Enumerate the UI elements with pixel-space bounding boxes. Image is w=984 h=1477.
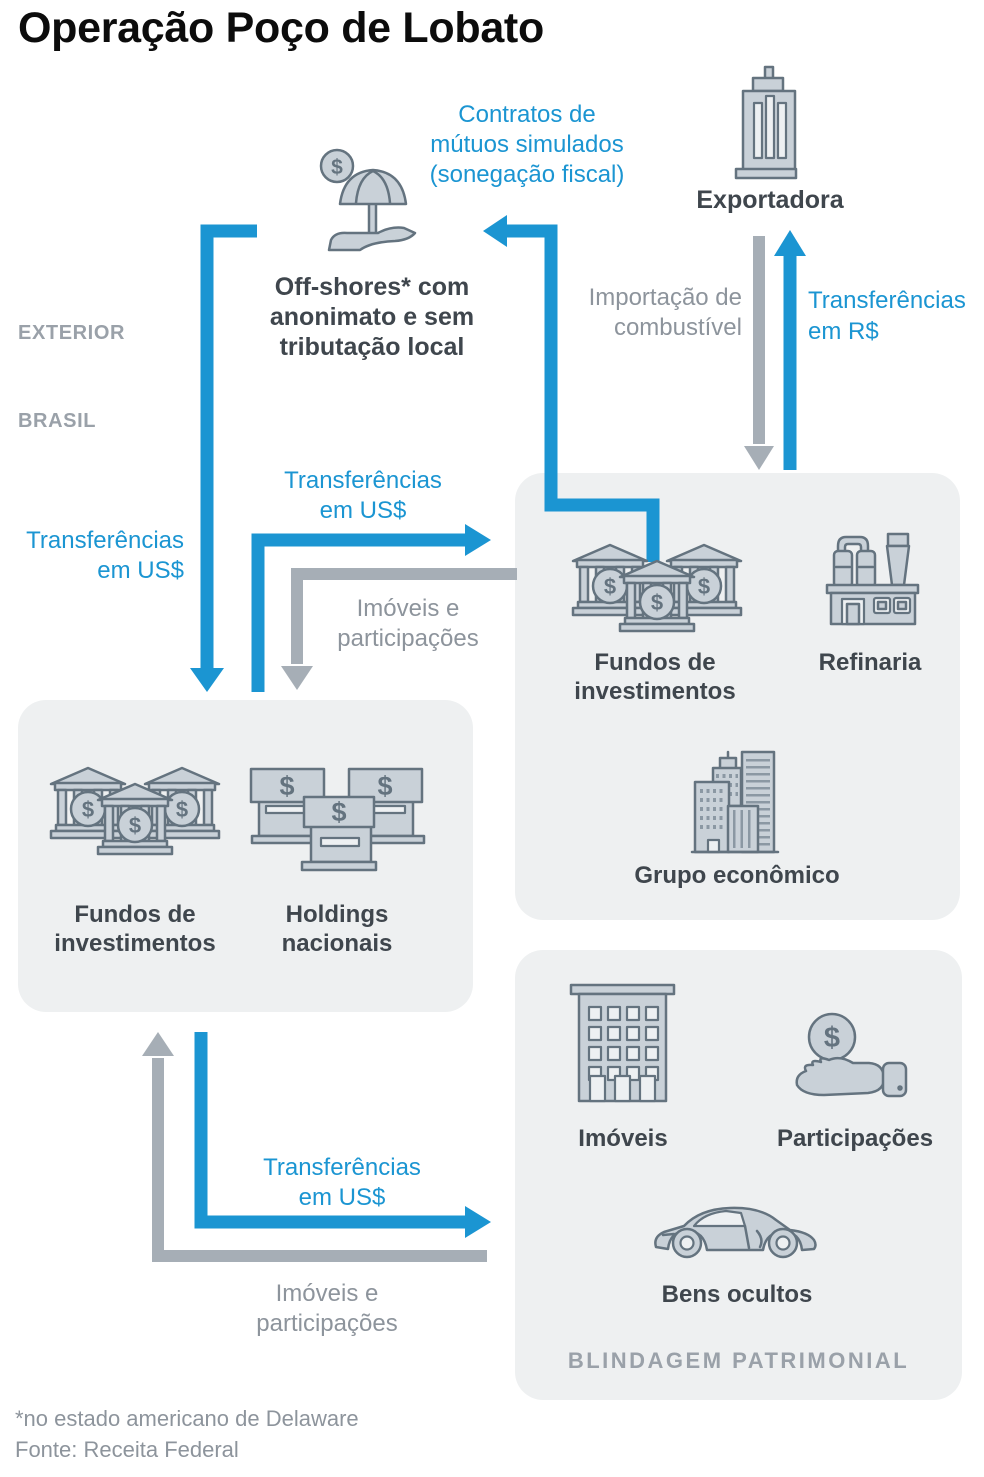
holdings-buildings-icon: $ $ $ — [249, 767, 426, 872]
item-label-participacoes: Participações — [776, 1125, 934, 1152]
offshore-island-icon: $ — [319, 148, 417, 252]
page-title: Operação Poço de Lobato — [18, 4, 544, 52]
item-label-fundos-investimentos-nacional: Fundos de investimentos — [54, 901, 216, 957]
footnote-delaware: *no estado americano de Delaware — [15, 1406, 359, 1431]
flow-label-transferencias-rs: Transferências em R$ — [808, 287, 966, 345]
flow-label-transferencias-us-blindagem: Transferências em US$ — [263, 1154, 421, 1211]
arrow-transferencias-us-offshore-to-fundos — [190, 224, 257, 692]
exportadora-building-icon — [734, 65, 798, 180]
region-label-exterior: EXTERIOR — [18, 322, 126, 344]
arrow-transferencias-rs — [774, 230, 806, 470]
fundos-holdings-panel — [18, 700, 473, 1012]
hand-coin-icon: $ — [795, 1012, 908, 1098]
footnote-fonte: Fonte: Receita Federal — [15, 1437, 239, 1462]
flow-label-transferencias-us-exterior: Transferências em US$ — [26, 527, 184, 584]
arrow-transferencias-us-interno — [251, 524, 491, 692]
economic-group-buildings-icon — [690, 750, 780, 854]
apartment-building-icon — [569, 983, 676, 1103]
panel-title-blindagem-patrimonial: BLINDAGEM PATRIMONIAL — [567, 1348, 910, 1373]
sports-car-icon — [654, 1206, 817, 1259]
arrow-importacao-combustivel — [744, 236, 774, 470]
item-label-holdings-nacionais: Holdings nacionais — [281, 901, 393, 957]
flow-label-imoveis-participacoes-interno: Imóveis e participações — [337, 595, 479, 652]
flow-label-contratos-mutuos: Contratos de mútuos simulados (sonegação… — [429, 101, 625, 188]
arrow-contratos-mutuos — [483, 215, 660, 562]
dollar-glyph: $ — [279, 771, 294, 801]
flow-label-imoveis-participacoes-blindagem: Imóveis e participações — [256, 1280, 398, 1337]
dollar-glyph: $ — [331, 156, 343, 179]
node-label-exportadora: Exportadora — [696, 186, 844, 214]
dollar-glyph: $ — [331, 797, 346, 827]
item-label-imoveis: Imóveis — [578, 1125, 668, 1152]
item-label-refinaria: Refinaria — [818, 649, 922, 676]
node-label-offshore: Off-shores* com anonimato e sem tributaç… — [269, 273, 475, 361]
refinery-icon — [825, 532, 920, 626]
item-label-grupo-economico: Grupo econômico — [634, 862, 840, 889]
arrow-imoveis-participacoes-blindagem — [142, 1032, 487, 1262]
investment-funds-banks-icon — [49, 766, 221, 856]
region-label-brasil: BRASIL — [18, 410, 97, 432]
arrow-imoveis-participacoes-interno — [281, 568, 517, 690]
arrow-transferencias-us-blindagem — [194, 1032, 491, 1238]
dollar-glyph: $ — [824, 1022, 840, 1054]
flow-label-transferencias-us-interno: Transferências em US$ — [284, 467, 442, 524]
dollar-glyph: $ — [377, 771, 392, 801]
item-label-bens-ocultos: Bens ocultos — [661, 1281, 813, 1308]
flow-label-importacao-combustivel: Importação de combustível — [588, 284, 742, 341]
item-label-fundos-investimentos-grupo: Fundos de investimentos — [574, 649, 736, 705]
